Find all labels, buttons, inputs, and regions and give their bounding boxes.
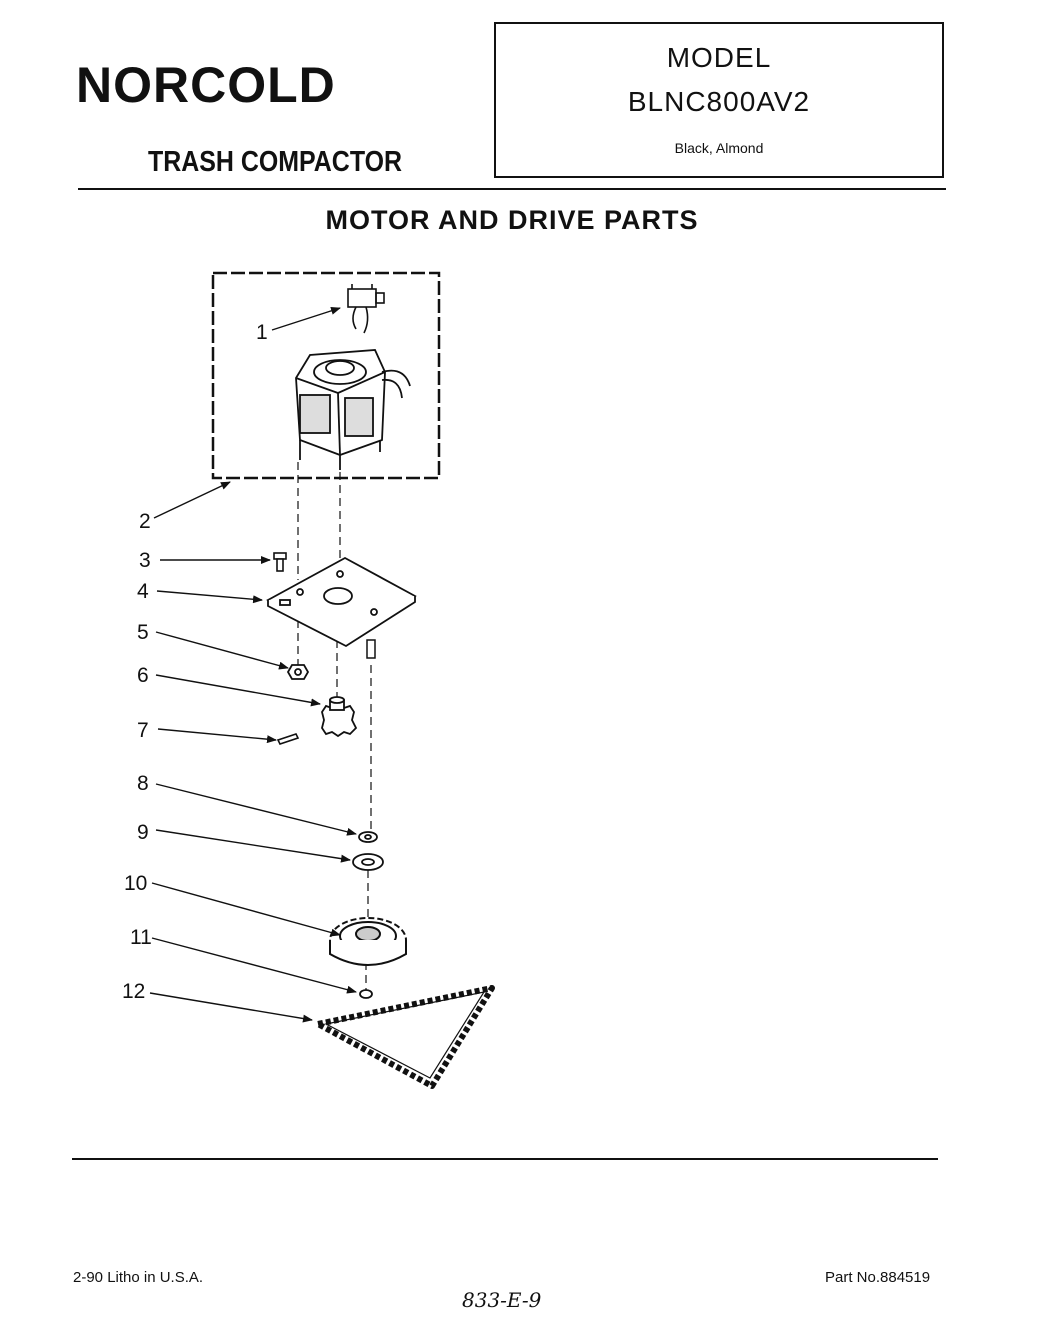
callout-6: 6 [137,664,149,687]
model-label: MODEL [666,42,772,73]
section-title: MOTOR AND DRIVE PARTS [325,205,699,235]
product-name: TRASH COMPACTOR [148,146,403,178]
drive-chain [315,985,495,1089]
nut [286,664,310,680]
model-box: MODEL BLNC800AV2 Black, Almond [494,22,944,178]
drive-gear [329,917,407,966]
washer [358,831,378,843]
callout-7: 7 [137,719,149,742]
pinion-gear [321,696,358,738]
callout-12: 12 [122,980,145,1003]
drive-chain-inner [324,991,486,1079]
print-info: 2-90 Litho in U.S.A. [73,1269,204,1286]
retaining-ring [359,989,373,999]
screw [273,552,287,572]
callout-5: 5 [137,621,149,644]
mounting-bracket [266,556,417,648]
handwritten-code: 833-E-9 [462,1288,542,1312]
callout-2: 2 [139,510,151,533]
assembly-centerlines [297,462,372,990]
motor [295,349,411,470]
footer-divider [72,1158,938,1160]
callout-11: 11 [130,926,152,949]
part-number: Part No.884519 [825,1269,931,1286]
brand-logo: NORCOLD [76,57,336,113]
set-screw [276,733,300,745]
header-divider [78,188,946,190]
callout-leaders [149,306,357,1023]
motor-switch [347,284,385,334]
motor-assembly-frame [211,271,441,480]
callout-4: 4 [137,580,149,603]
callout-10: 10 [124,872,147,895]
spacer-washer [352,853,384,871]
callout-9: 9 [137,821,149,844]
model-colors: Black, Almond [674,140,764,156]
bracket-stud [366,639,376,659]
callout-1: 1 [256,321,268,344]
callout-8: 8 [137,772,149,795]
callout-numbers: 1 2 3 4 5 6 7 8 9 10 11 12 [122,321,268,1003]
callout-3: 3 [139,549,151,572]
model-number: BLNC800AV2 [627,86,811,117]
